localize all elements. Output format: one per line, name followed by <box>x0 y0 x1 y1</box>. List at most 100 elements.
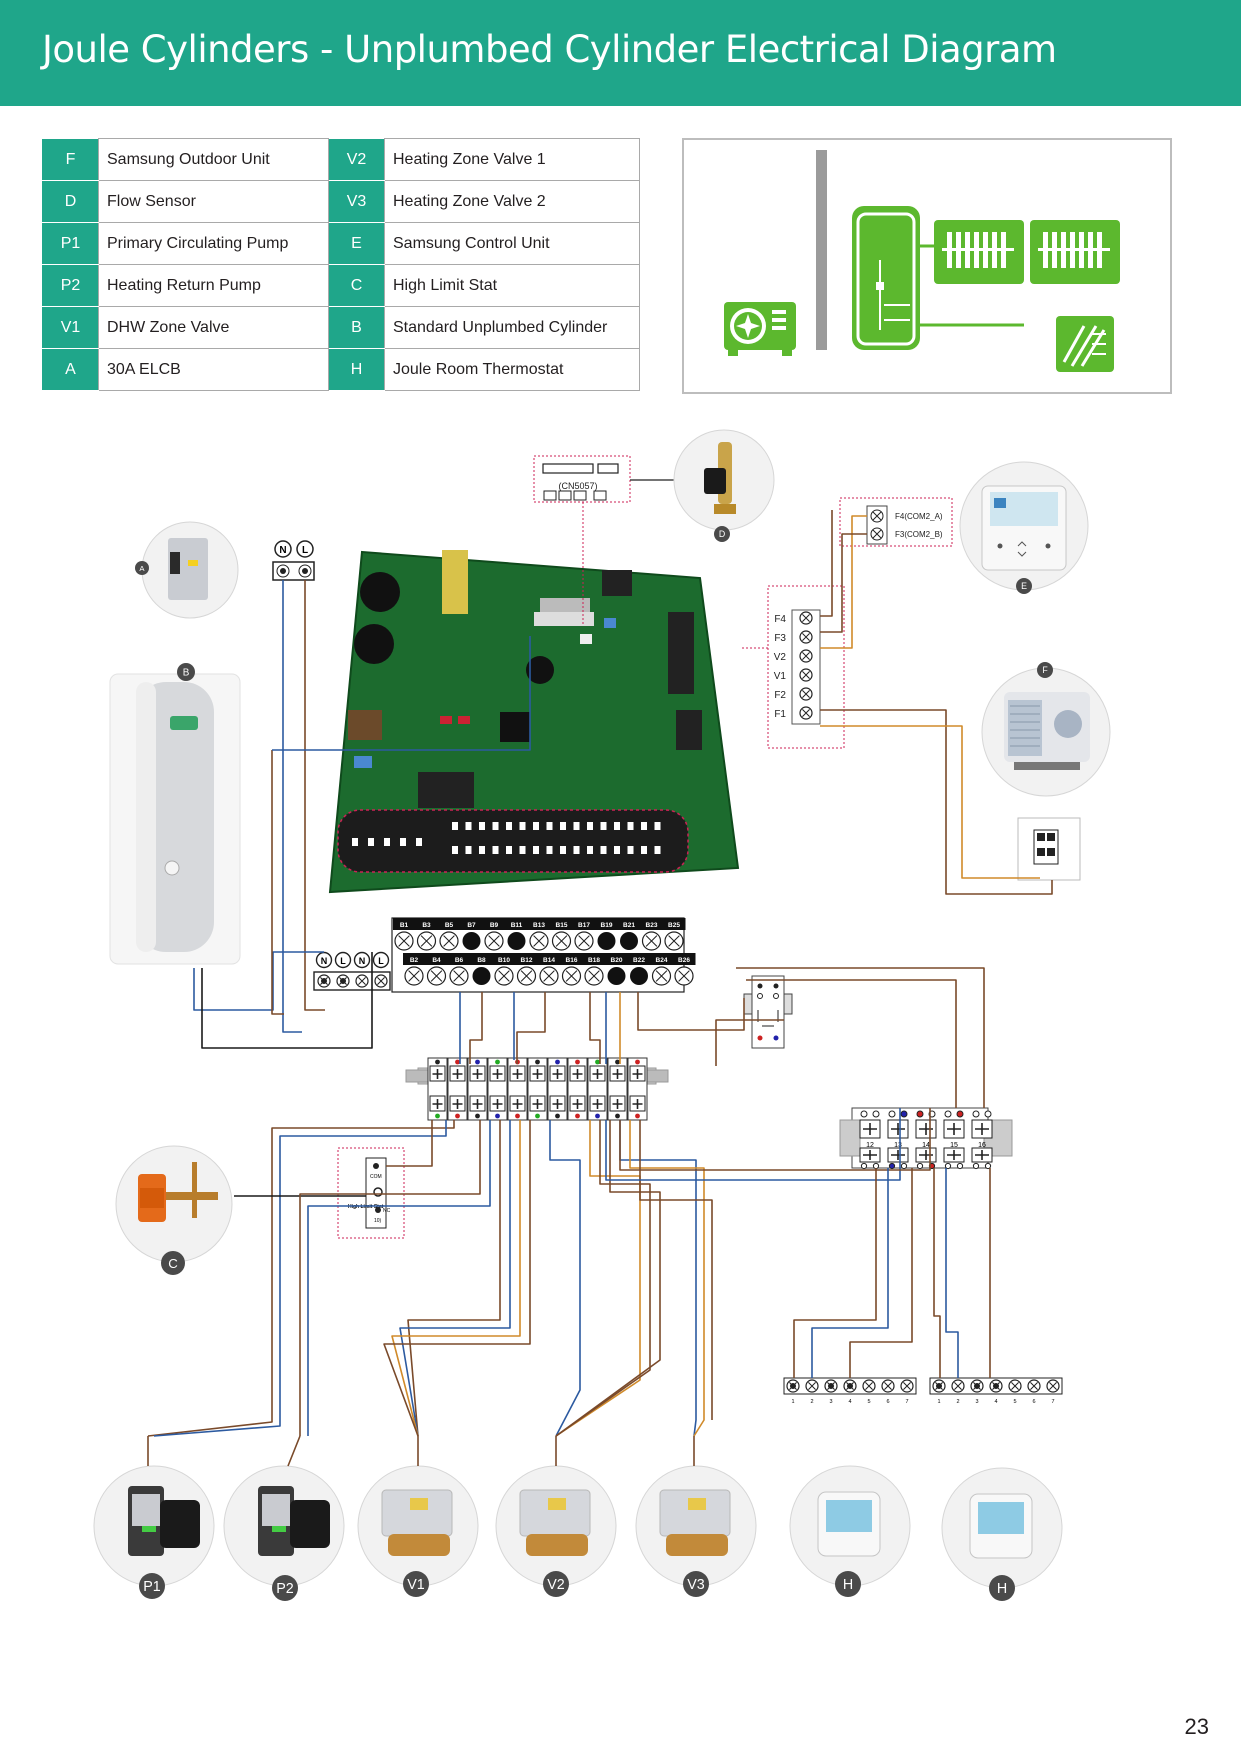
board-terminal-label: B6 <box>455 957 464 964</box>
board-terminal-label: B19 <box>601 922 613 929</box>
stat-code-label: 10) <box>374 1218 382 1224</box>
component-f-outdoor-unit <box>981 667 1111 797</box>
badge-label: B <box>183 668 190 679</box>
wire-p1-brown <box>147 1120 455 1437</box>
stat-com-label: COM <box>370 1174 382 1180</box>
component-a-elcb <box>141 521 239 619</box>
legend-code: B <box>328 306 385 349</box>
radiator-icon <box>934 220 1024 284</box>
badge-b: B <box>177 663 195 681</box>
badge-p2: P2 <box>272 1575 298 1601</box>
wire-v3-2 <box>629 1120 705 1437</box>
thermostat-terminal-number: 2 <box>956 1399 959 1405</box>
side-terminal-label: F3 <box>774 633 786 644</box>
rail-terminal-number: 13 <box>894 1142 902 1149</box>
wire-p2-blue <box>307 1120 491 1436</box>
board-terminal-label: B4 <box>432 957 441 964</box>
page-header: Joule Cylinders - Unplumbed Cylinder Ele… <box>0 0 1241 106</box>
side-terminal-label: F4 <box>774 614 786 625</box>
legend-label: 30A ELCB <box>98 348 329 391</box>
badge-label: V1 <box>407 1577 425 1593</box>
badge-v1: V1 <box>403 1571 429 1597</box>
board-terminal-label: B26 <box>678 957 690 964</box>
side-terminal-label: F2 <box>774 690 786 701</box>
board-terminal-label: B11 <box>511 922 523 929</box>
badge-label: H <box>997 1581 1007 1597</box>
legend-code: P2 <box>42 264 99 307</box>
thermostat-terminal-number: 7 <box>1051 1399 1054 1405</box>
board-terminal-label: B15 <box>556 922 568 929</box>
legend-label: Primary Circulating Pump <box>98 222 329 265</box>
thermostat-terminal-number: 4 <box>994 1399 997 1405</box>
legend-code: V3 <box>328 180 385 223</box>
wire-stat-brown <box>386 1120 433 1167</box>
side-terminal-label: F1 <box>774 709 786 720</box>
component-p1-pump <box>93 1465 215 1587</box>
com2b-label: F3(COM2_B) <box>895 530 943 539</box>
legend-label: Joule Room Thermostat <box>384 348 640 391</box>
legend-label: Heating Return Pump <box>98 264 329 307</box>
com2a-label: F4(COM2_A) <box>895 512 943 521</box>
thermostat-terminal-number: 4 <box>848 1399 851 1405</box>
board-terminal-label: B16 <box>566 957 578 964</box>
system-overview-illustration <box>682 138 1172 394</box>
badge-p1: P1 <box>139 1573 165 1599</box>
badge-v2: V2 <box>543 1571 569 1597</box>
relay-unit <box>743 975 793 1049</box>
power-terminal-label: N <box>321 956 328 966</box>
power-terminal-label: N <box>359 956 366 966</box>
outdoor-unit-terminal <box>1017 817 1081 881</box>
component-c-high-limit-stat <box>115 1145 233 1263</box>
elcb-l-label: L <box>302 545 308 556</box>
badge-label: D <box>719 529 725 539</box>
wire-elcb-l <box>304 580 325 1011</box>
legend-label: Samsung Control Unit <box>384 222 640 265</box>
component-b-cylinder <box>109 673 241 965</box>
component-p2-pump <box>223 1465 345 1587</box>
legend-code: C <box>328 264 385 307</box>
outdoor-unit-icon <box>724 302 796 356</box>
legend-code: A <box>42 348 99 391</box>
thermostat-terminal-number: 1 <box>791 1399 794 1405</box>
page-number: 23 <box>1184 1714 1209 1739</box>
board-terminal-label: B24 <box>656 957 668 964</box>
component-h-thermostat-2 <box>941 1467 1063 1589</box>
board-terminal-label: B18 <box>588 957 600 964</box>
badge-v3: V3 <box>683 1571 709 1597</box>
board-terminal-label: B17 <box>578 922 590 929</box>
elcb-terminal: N L <box>272 540 315 581</box>
legend-code: H <box>328 348 385 391</box>
component-v1-zone-valve <box>357 1465 479 1587</box>
board-terminal-label: B13 <box>533 922 545 929</box>
legend-code: P1 <box>42 222 99 265</box>
board-terminal-label: B7 <box>467 922 476 929</box>
board-terminal-label: B12 <box>521 957 533 964</box>
side-terminal-label: V2 <box>774 652 787 663</box>
stat-nc-label: NC <box>383 1208 391 1214</box>
stat-high-limit-label: High Limit Stat <box>348 1204 384 1210</box>
badge-label: F <box>1042 665 1048 675</box>
wire-v2-2 <box>555 1120 641 1437</box>
rail-terminal-number: 12 <box>866 1142 874 1149</box>
thermostat-terminal-number: 6 <box>1032 1399 1035 1405</box>
component-v2-zone-valve <box>495 1465 617 1587</box>
thermostat-terminal-number: 5 <box>1013 1399 1016 1405</box>
thermostat-terminal-number: 5 <box>867 1399 870 1405</box>
wall-icon <box>816 150 827 350</box>
badge-label: P1 <box>143 1579 161 1595</box>
elcb-n-label: N <box>279 545 286 556</box>
wire-p1-blue <box>153 1120 447 1437</box>
legend-code: D <box>42 180 99 223</box>
legend-code: V1 <box>42 306 99 349</box>
component-d-flow-sensor <box>673 429 775 531</box>
legend-label: Heating Zone Valve 2 <box>384 180 640 223</box>
board-terminal-label: B21 <box>623 922 635 929</box>
wire-cylinder-black <box>201 952 373 1049</box>
legend-code: F <box>42 138 99 181</box>
